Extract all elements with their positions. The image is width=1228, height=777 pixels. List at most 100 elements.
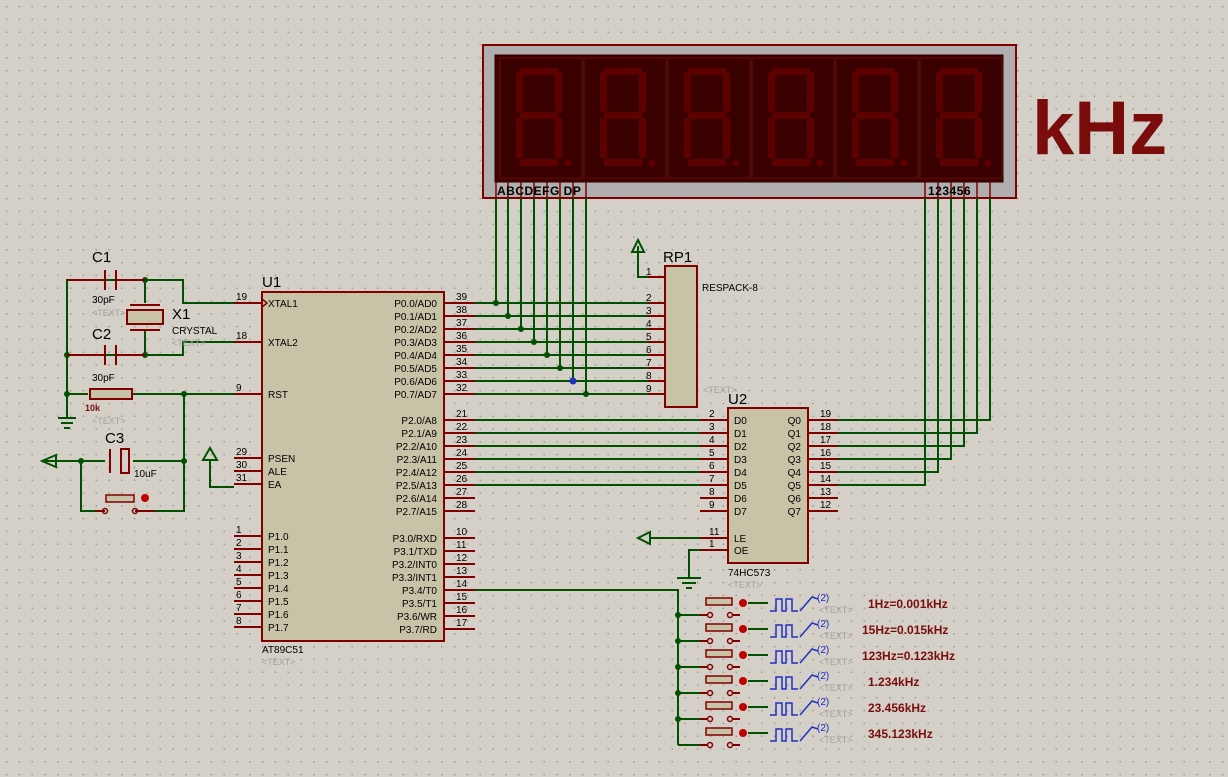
source-frequency-label: 15Hz=0.015kHz <box>862 623 948 637</box>
u2-pin-name: Q2 <box>788 442 802 453</box>
switch-button[interactable] <box>705 675 733 684</box>
switch-button[interactable] <box>705 623 733 632</box>
rp1-pin-1[interactable]: 1 <box>646 267 665 278</box>
u1-pin-8[interactable]: 8P1.7 <box>234 616 289 634</box>
u2-pin-4[interactable]: 4D2 <box>700 435 747 453</box>
pulse-generator-icon <box>770 676 798 690</box>
source-row-1[interactable]: (2)<TEXT>1Hz=0.001kHz <box>700 593 948 619</box>
segment-c <box>807 118 814 158</box>
capacitor-c3[interactable]: C3 10uF <box>105 430 157 480</box>
rp1-pin-3[interactable]: 3 <box>646 306 665 317</box>
rp1-pin-6[interactable]: 6 <box>646 345 665 356</box>
source-row-2[interactable]: (2)<TEXT>15Hz=0.015kHz <box>700 619 948 645</box>
reset-button[interactable] <box>95 494 155 515</box>
rp1-pin-2[interactable]: 2 <box>646 293 665 304</box>
switch-indicator <box>739 677 747 685</box>
u2-74hc573[interactable]: 2D03D14D25D36D47D58D69D711LE1OE19Q018Q11… <box>700 391 838 590</box>
u1-pin-number: 15 <box>456 592 468 603</box>
switch-button[interactable] <box>705 701 733 710</box>
segment-g <box>688 112 726 119</box>
u1-pin-2[interactable]: 2P1.1 <box>234 538 289 556</box>
u2-pin-name: D0 <box>734 416 747 427</box>
rp1-pin-9[interactable]: 9 <box>646 384 665 395</box>
u1-pin-1[interactable]: 1P1.0 <box>234 525 289 543</box>
rp1-pin-4[interactable]: 4 <box>646 319 665 330</box>
rp1-pin-8[interactable]: 8 <box>646 371 665 382</box>
source-row-6[interactable]: (2)<TEXT>345.123kHz <box>700 723 933 749</box>
u1-pin-7[interactable]: 7P1.6 <box>234 603 289 621</box>
u2-pin-name: D2 <box>734 442 747 453</box>
u1-pin-name: P0.2/AD2 <box>394 325 437 336</box>
u1-pin-6[interactable]: 6P1.5 <box>234 590 289 608</box>
u2-pin-5[interactable]: 5D3 <box>700 448 747 466</box>
u1-pin-name: P0.6/AD6 <box>394 377 437 388</box>
capacitor-c2[interactable]: C2 30pF <box>67 326 145 384</box>
source-row-3[interactable]: (2)<TEXT>123Hz=0.123kHz <box>700 645 955 671</box>
switch-button[interactable] <box>705 649 733 658</box>
u2-pin-7[interactable]: 7D5 <box>700 474 747 492</box>
u2-pin-1[interactable]: 1OE <box>700 539 749 557</box>
u2-pin-2[interactable]: 2D0 <box>700 409 747 427</box>
switch-button[interactable] <box>705 597 733 606</box>
u1-pin-name: P3.6/WR <box>397 612 437 623</box>
u1-pin-3[interactable]: 3P1.2 <box>234 551 289 569</box>
u1-pin-5[interactable]: 5P1.4 <box>234 577 289 595</box>
source-row-4[interactable]: (2)<TEXT>1.234kHz <box>700 671 919 697</box>
u1-pin-4[interactable]: 4P1.3 <box>234 564 289 582</box>
capacitor-c1[interactable]: C1 30pF <TEXT> <box>67 249 145 318</box>
seven-segment-display[interactable]: ABCDEFG DP 123456 <box>482 44 1017 199</box>
crystal-x1[interactable]: X1 CRYSTAL <TEXT> <box>126 304 218 348</box>
u2-pin-3[interactable]: 3D1 <box>700 422 747 440</box>
rp1-pin-7[interactable]: 7 <box>646 358 665 369</box>
u2-pin-6[interactable]: 6D4 <box>700 461 747 479</box>
rp1-pin-5[interactable]: 5 <box>646 332 665 343</box>
u2-pin-8[interactable]: 8D6 <box>700 487 747 505</box>
u2-pin-9[interactable]: 9D7 <box>700 500 747 518</box>
switch-button[interactable] <box>705 727 733 736</box>
source-row-5[interactable]: (2)<TEXT>23.456kHz <box>700 697 926 723</box>
resistor-r1[interactable]: 10k <TEXT> <box>85 388 133 426</box>
